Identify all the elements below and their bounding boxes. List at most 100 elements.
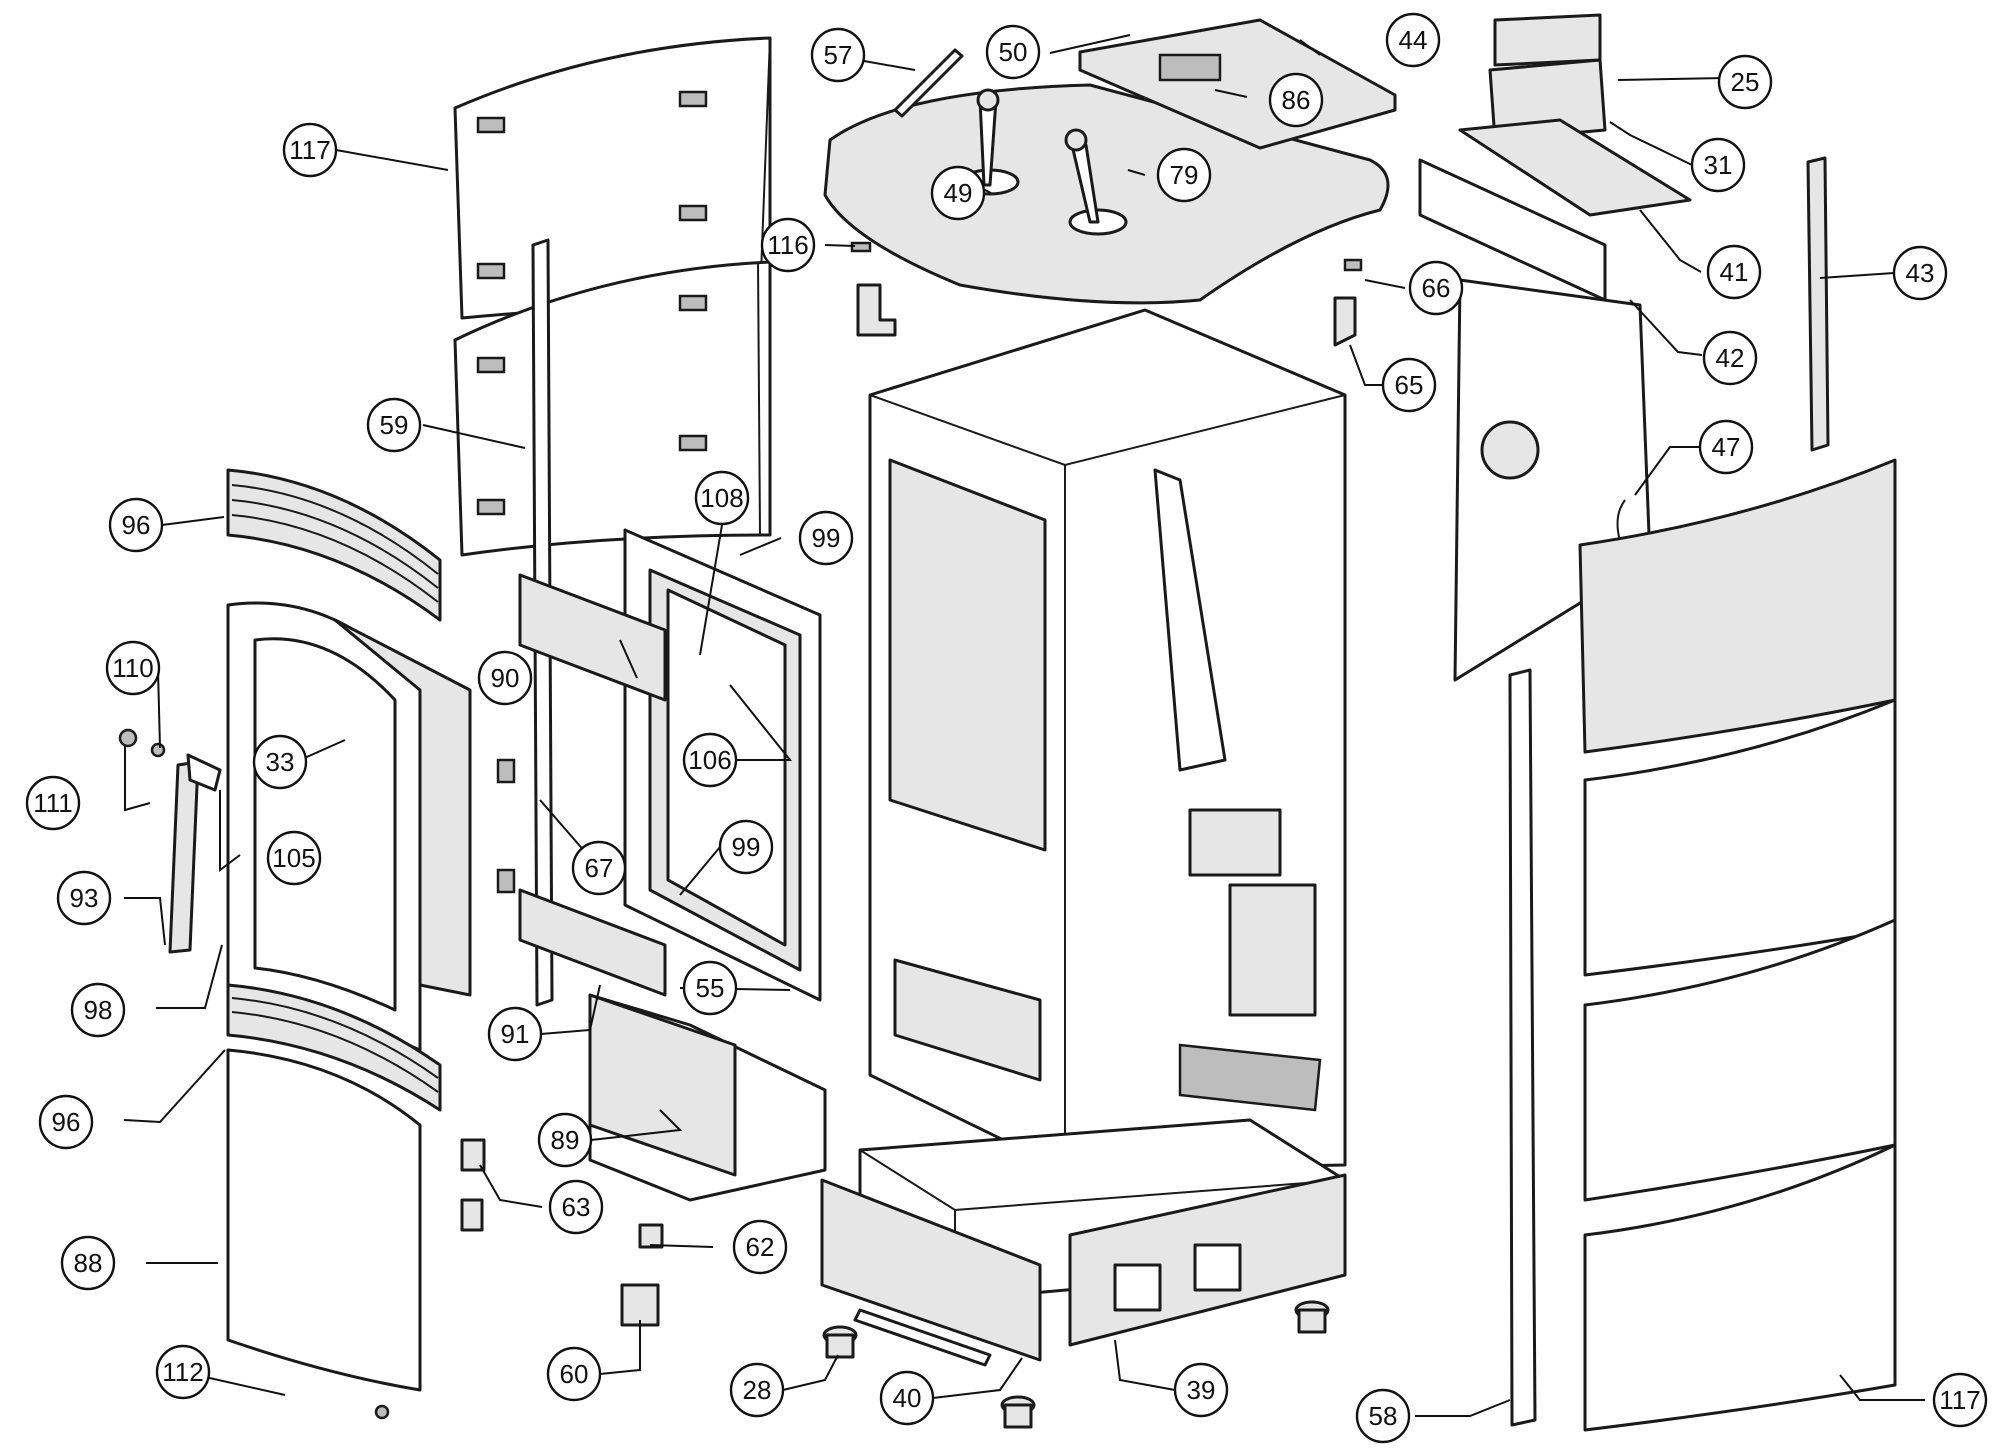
callout-label: 66 — [1422, 273, 1451, 303]
callout-67: 67 — [571, 840, 627, 896]
callout-89: 89 — [537, 1112, 593, 1168]
callout-108: 108 — [694, 470, 750, 526]
callout-96-upper: 96 — [108, 497, 164, 553]
callout-label: 88 — [74, 1248, 103, 1278]
callout-86: 86 — [1268, 72, 1324, 128]
door-frame — [226, 601, 422, 1052]
callout-106: 106 — [682, 732, 738, 788]
callout-47: 47 — [1698, 419, 1754, 475]
callout-label: 31 — [1704, 150, 1733, 180]
callout-49: 49 — [930, 165, 986, 221]
callout-label: 28 — [743, 1375, 772, 1405]
rear-rail-43 — [1806, 156, 1830, 452]
callout-110: 110 — [105, 640, 161, 696]
callout-65: 65 — [1381, 357, 1437, 413]
callout-label: 112 — [162, 1357, 203, 1387]
callout-93: 93 — [56, 870, 112, 926]
callout-label: 79 — [1170, 160, 1199, 190]
callout-79: 79 — [1156, 147, 1212, 203]
callout-105: 105 — [266, 830, 322, 886]
callout-label: 106 — [688, 745, 731, 775]
callout-label: 33 — [266, 747, 295, 777]
callout-96-lower: 96 — [38, 1094, 94, 1150]
ash-drawer — [588, 993, 827, 1202]
callout-63: 63 — [548, 1179, 604, 1235]
callout-50: 50 — [985, 24, 1041, 80]
callout-label: 65 — [1395, 370, 1424, 400]
callout-60: 60 — [546, 1346, 602, 1402]
upper-front-grille — [226, 468, 442, 622]
callout-44: 44 — [1385, 12, 1441, 68]
callout-label: 105 — [272, 843, 315, 873]
callout-99-lower: 99 — [718, 819, 774, 875]
lid-rod — [893, 48, 964, 118]
callout-label: 39 — [1187, 1375, 1216, 1405]
base-side-panel-40 — [820, 1178, 1042, 1367]
top-module-25 — [1493, 13, 1602, 67]
callout-label: 47 — [1712, 432, 1741, 462]
bracket-63 — [460, 1138, 486, 1232]
callout-88: 88 — [60, 1235, 116, 1291]
callout-91: 91 — [487, 1006, 543, 1062]
callout-label: 117 — [289, 135, 330, 165]
tray-31 — [1488, 58, 1607, 142]
callout-label: 99 — [732, 832, 761, 862]
callout-label: 117 — [1939, 1385, 1980, 1415]
callout-label: 57 — [824, 40, 853, 70]
callout-111: 111 — [25, 775, 81, 831]
upper-door-bracket — [518, 573, 667, 702]
callout-label: 25 — [1731, 67, 1760, 97]
feet — [822, 1300, 1330, 1429]
bracket-62 — [638, 1223, 664, 1249]
callout-58: 58 — [1355, 1388, 1411, 1444]
callout-label: 63 — [562, 1192, 591, 1222]
callout-label: 55 — [696, 973, 725, 1003]
callout-43: 43 — [1892, 245, 1948, 301]
callout-117-lower: 117 — [1932, 1372, 1988, 1428]
callout-99-upper: 99 — [798, 510, 854, 566]
callout-label: 50 — [999, 37, 1028, 67]
callout-33: 33 — [252, 734, 308, 790]
callout-label: 41 — [1720, 257, 1749, 287]
top-cover-clips — [850, 241, 1363, 347]
callout-label: 59 — [380, 410, 409, 440]
callout-label: 58 — [1369, 1401, 1398, 1431]
callout-41: 41 — [1706, 244, 1762, 300]
side-clips — [496, 758, 516, 894]
callout-25: 25 — [1717, 54, 1773, 110]
callout-label: 110 — [112, 653, 153, 683]
callout-label: 40 — [893, 1383, 922, 1413]
front-lower-panel — [226, 1048, 422, 1420]
callout-59: 59 — [366, 397, 422, 453]
callout-label: 111 — [33, 788, 73, 818]
callout-label: 98 — [84, 995, 113, 1025]
callout-label: 90 — [491, 663, 520, 693]
callout-62: 62 — [732, 1219, 788, 1275]
door-glass — [333, 618, 472, 997]
callout-label: 93 — [70, 883, 99, 913]
callout-label: 60 — [560, 1359, 589, 1389]
callout-90: 90 — [477, 650, 533, 706]
callout-label: 42 — [1716, 343, 1745, 373]
callout-label: 99 — [812, 523, 841, 553]
callout-label: 116 — [767, 230, 808, 260]
main-body-frame — [868, 308, 1347, 1172]
door-handle — [118, 728, 222, 954]
callout-label: 89 — [551, 1125, 580, 1155]
callout-42: 42 — [1702, 330, 1758, 386]
callout-57: 57 — [810, 27, 866, 83]
callout-label: 43 — [1906, 258, 1935, 288]
callout-116: 116 — [760, 217, 816, 273]
callout-39: 39 — [1173, 1362, 1229, 1418]
callout-31: 31 — [1690, 137, 1746, 193]
callout-label: 67 — [585, 853, 614, 883]
callout-66: 66 — [1408, 260, 1464, 316]
callout-label: 108 — [700, 483, 743, 513]
callout-label: 86 — [1282, 85, 1311, 115]
callout-label: 96 — [52, 1107, 81, 1137]
callout-label: 44 — [1399, 25, 1428, 55]
lower-door-bracket — [518, 888, 667, 997]
callout-label: 96 — [122, 510, 151, 540]
bracket-60 — [620, 1283, 660, 1327]
